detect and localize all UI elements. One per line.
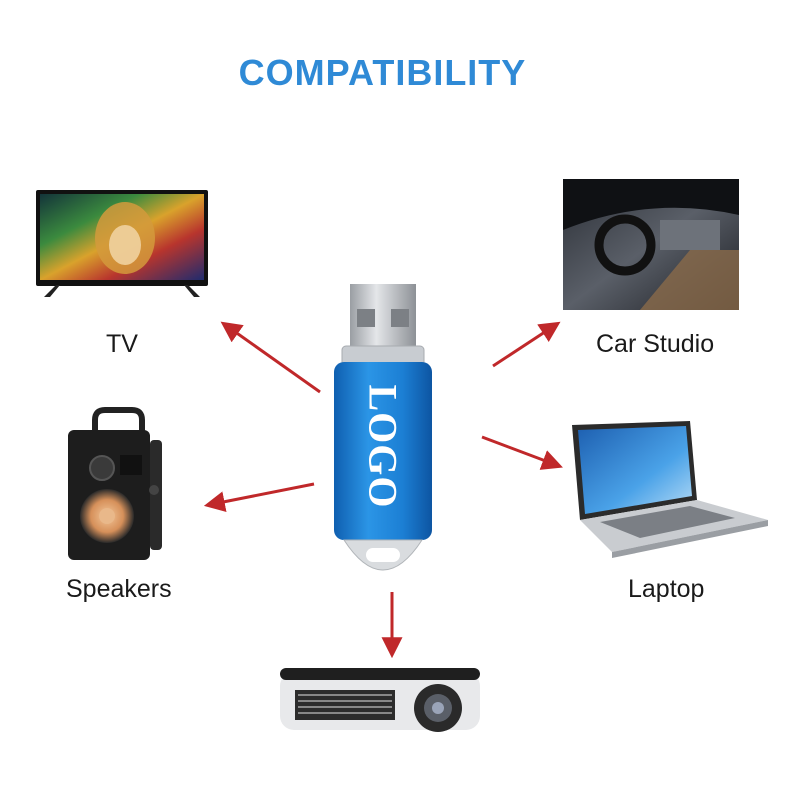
tv-image	[36, 190, 208, 297]
page-title: COMPATIBILITY	[238, 52, 527, 93]
laptop-image	[572, 421, 768, 558]
car-interior-image	[563, 179, 739, 310]
label-tv: TV	[106, 330, 138, 358]
label-car-studio: Car Studio	[596, 330, 715, 358]
arrow-to-speakers	[203, 482, 315, 513]
arrow-to-laptop	[481, 435, 563, 470]
projector-image	[280, 668, 480, 732]
label-speakers: Speakers	[66, 575, 172, 603]
speaker-image	[68, 407, 162, 560]
usb-logo-text: LOGO	[360, 383, 406, 509]
usb-drive-image	[334, 284, 432, 571]
label-laptop: Laptop	[628, 575, 705, 603]
arrow-to-car	[492, 321, 561, 368]
arrow-to-tv	[220, 321, 321, 394]
arrows	[203, 321, 563, 659]
